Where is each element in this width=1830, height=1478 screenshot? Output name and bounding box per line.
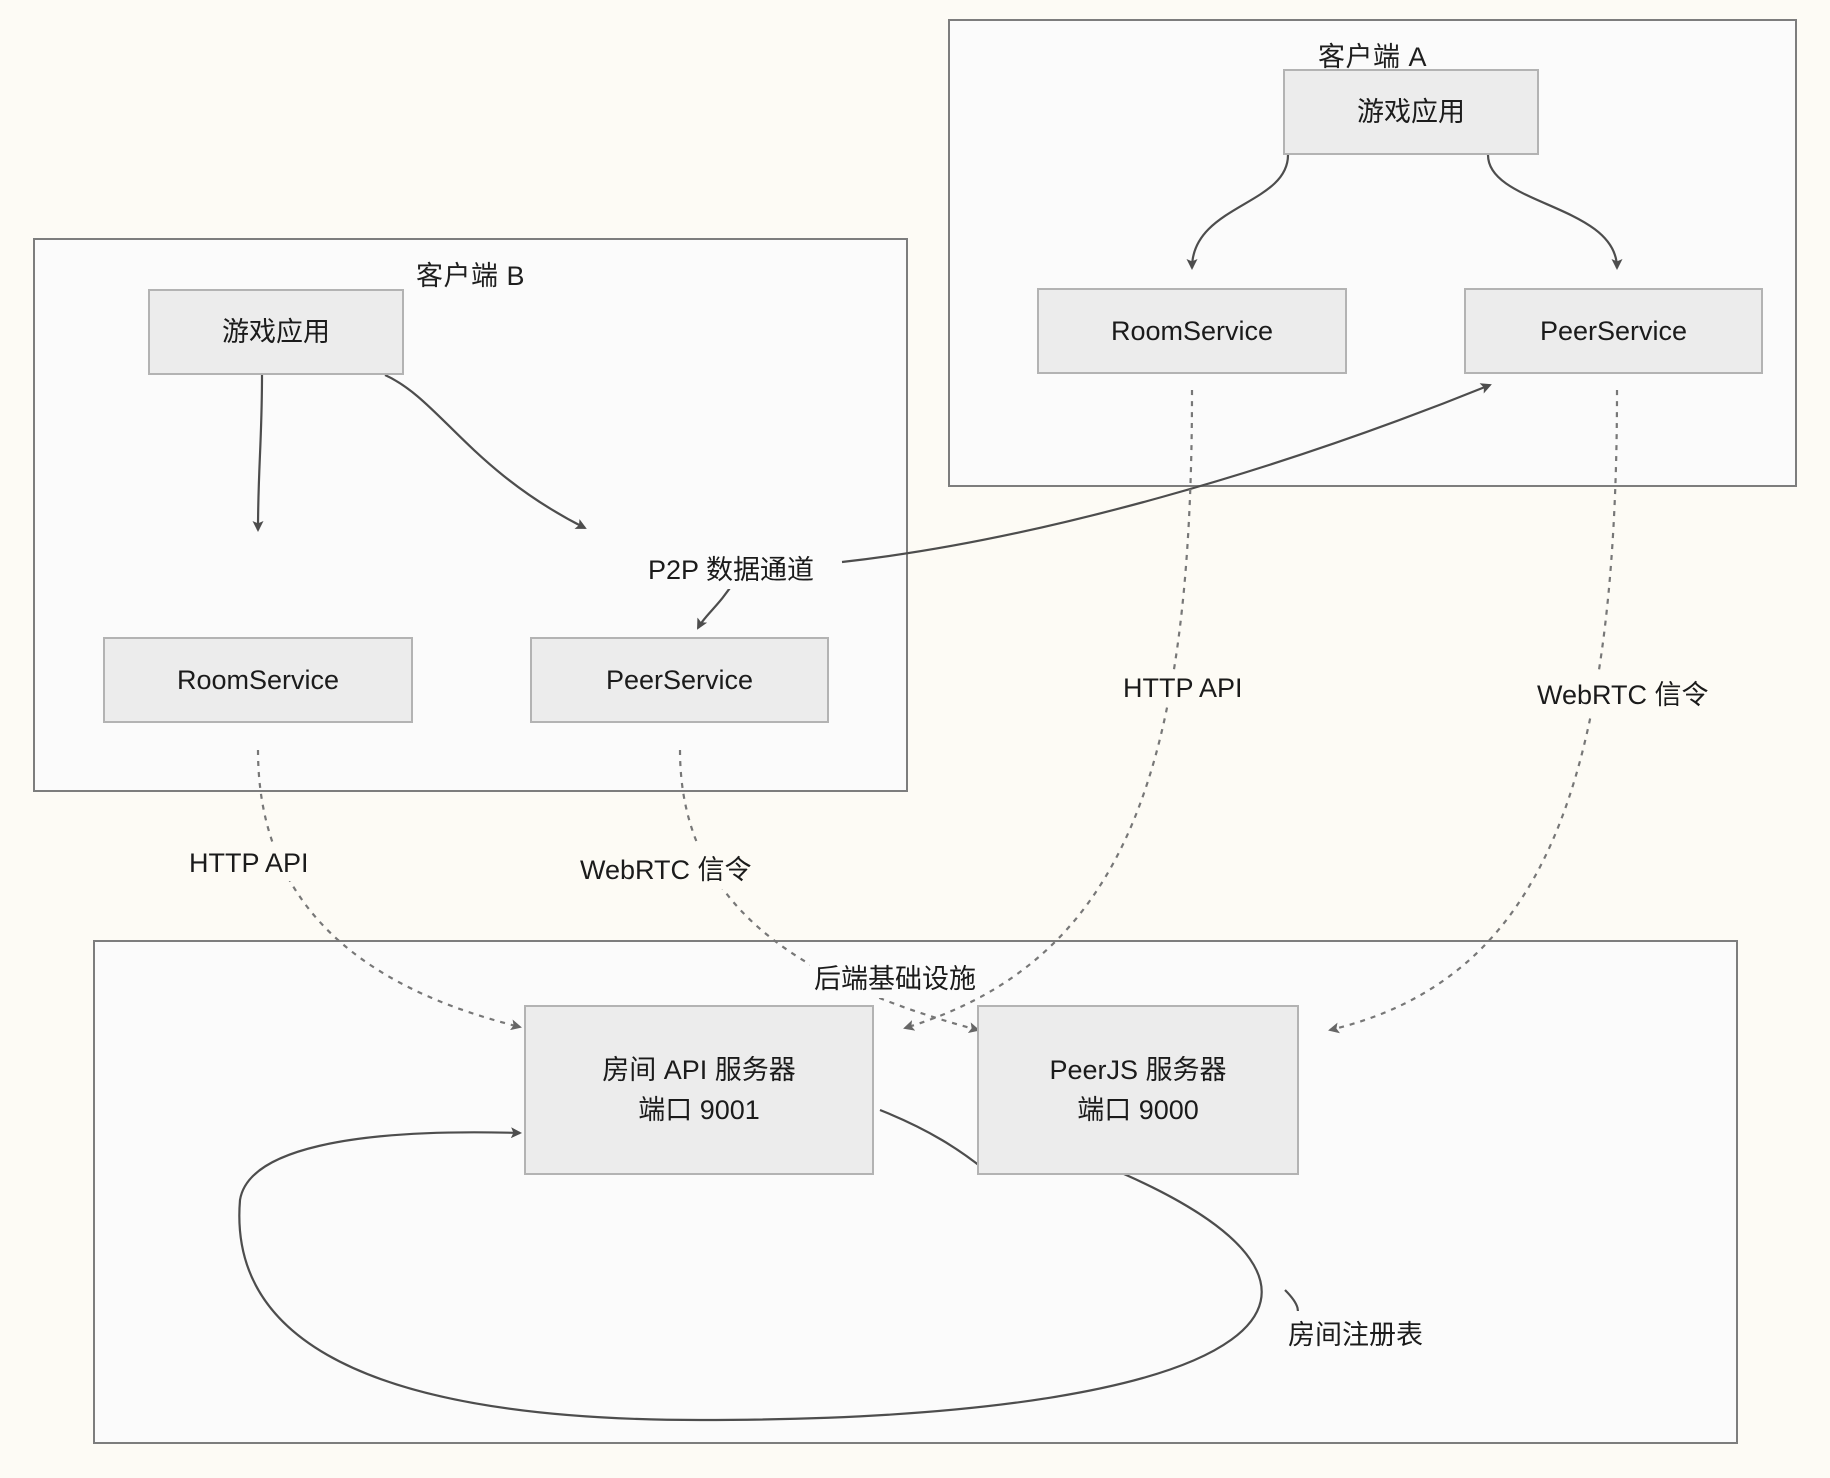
node-peerjs-server-line2: 端口 9000: [1077, 1095, 1199, 1125]
edge-label-webrtc-signaling-client-b: WebRTC 信令: [576, 846, 756, 889]
node-client-a-room-service-label: RoomService: [1110, 315, 1274, 346]
node-client-a-room-service[interactable]: RoomService: [1037, 288, 1347, 374]
node-peerjs-server-line1: PeerJS 服务器: [1049, 1054, 1227, 1085]
node-client-a-game-app-label: 游戏应用: [1357, 96, 1465, 127]
node-client-b-room-service[interactable]: RoomService: [103, 637, 413, 723]
node-room-api-server[interactable]: 房间 API 服务器 端口 9001: [524, 1005, 874, 1175]
node-client-b-peer-service-label: PeerService: [605, 664, 754, 695]
node-client-b-room-service-label: RoomService: [176, 664, 340, 695]
edge-label-http-api-client-b: HTTP API: [185, 846, 313, 881]
edge-label-room-registry: 房间注册表: [1284, 1311, 1427, 1354]
container-backend-title: 后端基础设施: [810, 955, 980, 998]
node-client-b-game-app[interactable]: 游戏应用: [148, 289, 404, 375]
node-peerjs-server[interactable]: PeerJS 服务器 端口 9000: [977, 1005, 1299, 1175]
container-backend: [93, 940, 1738, 1444]
edge-label-p2p-data-channel: P2P 数据通道: [644, 546, 819, 589]
edge-label-webrtc-signaling-client-a: WebRTC 信令: [1533, 671, 1713, 714]
node-room-api-server-line1: 房间 API 服务器: [602, 1054, 796, 1085]
container-client-a-title: 客户端 A: [1317, 42, 1427, 72]
node-client-b-game-app-label: 游戏应用: [222, 316, 330, 347]
node-client-a-game-app[interactable]: 游戏应用: [1283, 69, 1539, 155]
edge-label-http-api-client-a: HTTP API: [1119, 671, 1247, 706]
node-client-a-peer-service-label: PeerService: [1539, 315, 1688, 346]
node-room-api-server-line2: 端口 9001: [638, 1095, 760, 1125]
node-client-b-peer-service[interactable]: PeerService: [530, 637, 829, 723]
container-client-b-title: 客户端 B: [415, 261, 525, 291]
node-client-a-peer-service[interactable]: PeerService: [1464, 288, 1763, 374]
